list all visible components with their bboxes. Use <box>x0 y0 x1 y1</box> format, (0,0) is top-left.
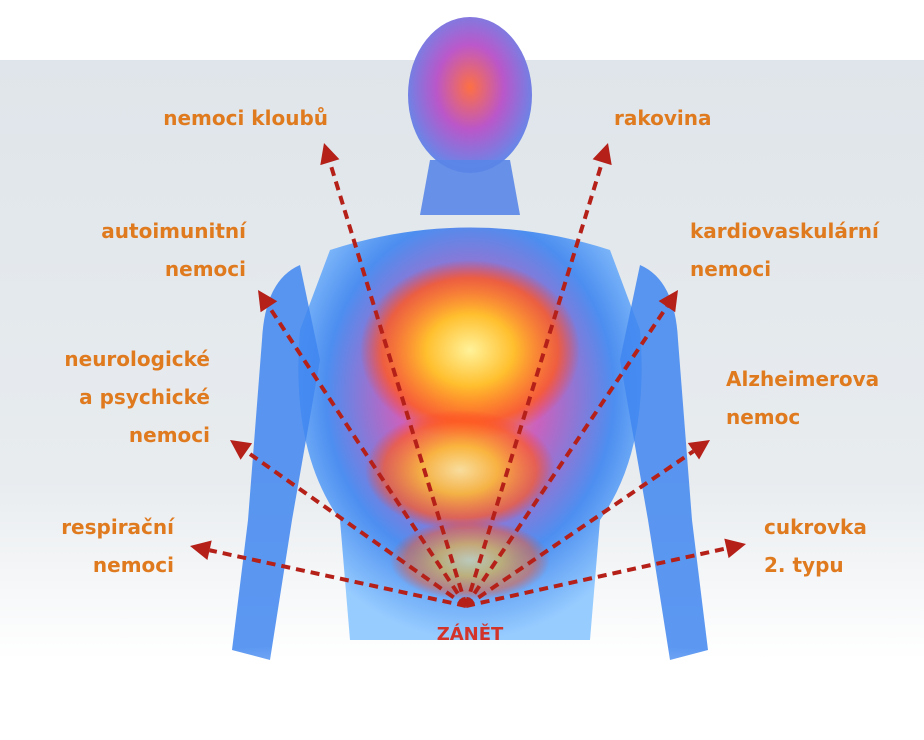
arrow-head-cancer <box>593 143 612 165</box>
arrow-head-respiratory <box>190 541 212 561</box>
label-respiratory-diseases: respirační nemoci <box>30 508 174 584</box>
label-alzheimers-disease: Alzheimerova nemoc <box>726 360 916 436</box>
arrow-head-neuro <box>230 440 252 460</box>
label-cardiovascular-diseases: kardiovaskulární nemoci <box>690 212 920 288</box>
arrow-head-diabetes <box>724 539 746 559</box>
label-type2-diabetes: cukrovka 2. typu <box>764 508 914 584</box>
arrow-head-alzheimer <box>688 440 710 460</box>
label-autoimmune-diseases: autoimunitní nemoci <box>60 212 246 288</box>
label-joint-diseases: nemoci kloubů <box>150 99 328 137</box>
label-neurological-psychiatric-diseases: neurologické a psychické nemoci <box>30 340 210 454</box>
arrow-head-joint <box>320 143 339 165</box>
center-label-inflammation: ZÁNĚT <box>430 624 510 645</box>
label-cancer: rakovina <box>614 99 814 137</box>
